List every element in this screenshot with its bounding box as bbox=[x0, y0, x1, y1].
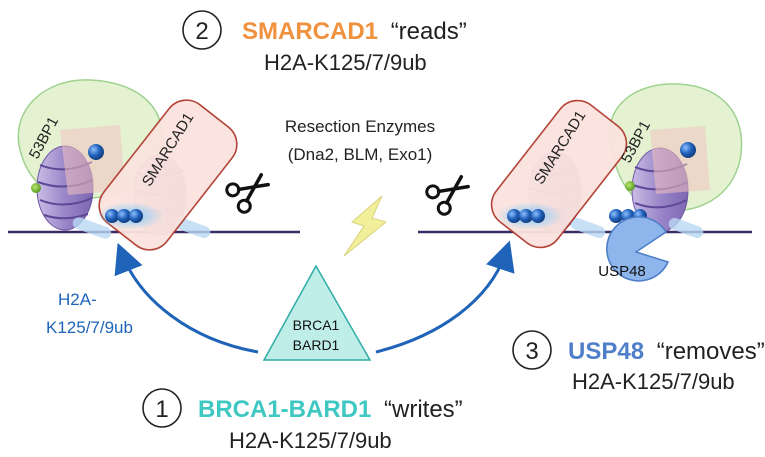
left-arrow-label-line-2: K125/7/9ub bbox=[46, 318, 133, 337]
right-chromatin-complex: SMARCAD1 53BP1 USP48 bbox=[490, 83, 743, 282]
step-removes-protein: USP48 bbox=[568, 338, 644, 365]
methyl-mark-right bbox=[625, 181, 635, 191]
ubiquitin-right-1 bbox=[507, 209, 521, 223]
step-writes-callout: 1 BRCA1-BARD1 “writes” H2A-K125/7/9ub bbox=[142, 388, 463, 453]
svg-text:USP48 “removes”: USP48 “removes” bbox=[568, 338, 765, 365]
step-removes-callout: 3 USP48 “removes” H2A-K125/7/9ub bbox=[512, 330, 765, 394]
step-reads-protein: SMARCAD1 bbox=[242, 18, 378, 45]
arrow-to-right bbox=[375, 240, 515, 354]
step-writes-protein: BRCA1-BARD1 bbox=[198, 396, 371, 423]
step-1-circle bbox=[142, 388, 182, 428]
step-reads-callout: 2 SMARCAD1 “reads” H2A-K125/7/9ub bbox=[182, 10, 467, 75]
brca1-label: BRCA1 bbox=[293, 317, 340, 333]
step-1-number: 1 bbox=[155, 396, 168, 423]
step-writes-target: H2A-K125/7/9ub bbox=[229, 428, 392, 453]
step-reads-verb: “reads” bbox=[391, 18, 467, 45]
left-arrow-label: H2A- K125/7/9ub bbox=[46, 290, 133, 337]
ubiquitin-left-top bbox=[88, 144, 104, 160]
ubiquitin-left-3 bbox=[129, 209, 143, 223]
resection-line-1: Resection Enzymes bbox=[285, 117, 435, 136]
ubiquitin-right-4 bbox=[609, 209, 623, 223]
usp48-label: USP48 bbox=[598, 263, 646, 280]
left-arrow-label-line-1: H2A- bbox=[58, 290, 97, 309]
step-reads-target: H2A-K125/7/9ub bbox=[264, 50, 427, 75]
ubiquitin-left-2 bbox=[117, 209, 131, 223]
bard1-label: BARD1 bbox=[293, 337, 340, 353]
scissors-icon bbox=[225, 173, 270, 214]
step-writes-verb: “writes” bbox=[384, 396, 463, 423]
resection-line-2: (Dna2, BLM, Exo1) bbox=[288, 145, 433, 164]
arrow-to-left bbox=[114, 242, 259, 354]
step-removes-verb: “removes” bbox=[657, 338, 765, 365]
step-removes-target: H2A-K125/7/9ub bbox=[572, 369, 735, 394]
ubiquitin-left-1 bbox=[105, 209, 119, 223]
methyl-mark-left bbox=[31, 183, 41, 193]
resection-enzymes-label: Resection Enzymes (Dna2, BLM, Exo1) bbox=[285, 117, 435, 164]
ubiquitin-right-top bbox=[680, 142, 696, 158]
scissors-icon bbox=[425, 175, 470, 216]
step-2-number: 2 bbox=[195, 18, 208, 45]
ubiquitin-right-2 bbox=[519, 209, 533, 223]
usp48-shape bbox=[606, 216, 670, 282]
ubiquitin-right-3 bbox=[531, 209, 545, 223]
lightning-bolt-icon bbox=[343, 195, 388, 257]
left-chromatin-complex: SMARCAD1 53BP1 bbox=[17, 79, 238, 251]
step-3-number: 3 bbox=[525, 338, 538, 365]
step-3-circle bbox=[512, 330, 552, 370]
svg-text:SMARCAD1 “reads”: SMARCAD1 “reads” bbox=[242, 18, 467, 45]
step-2-circle bbox=[182, 10, 222, 50]
svg-text:BRCA1-BARD1 “writes”: BRCA1-BARD1 “writes” bbox=[198, 396, 463, 423]
brca1-bard1-triangle: BRCA1 BARD1 bbox=[262, 264, 372, 361]
